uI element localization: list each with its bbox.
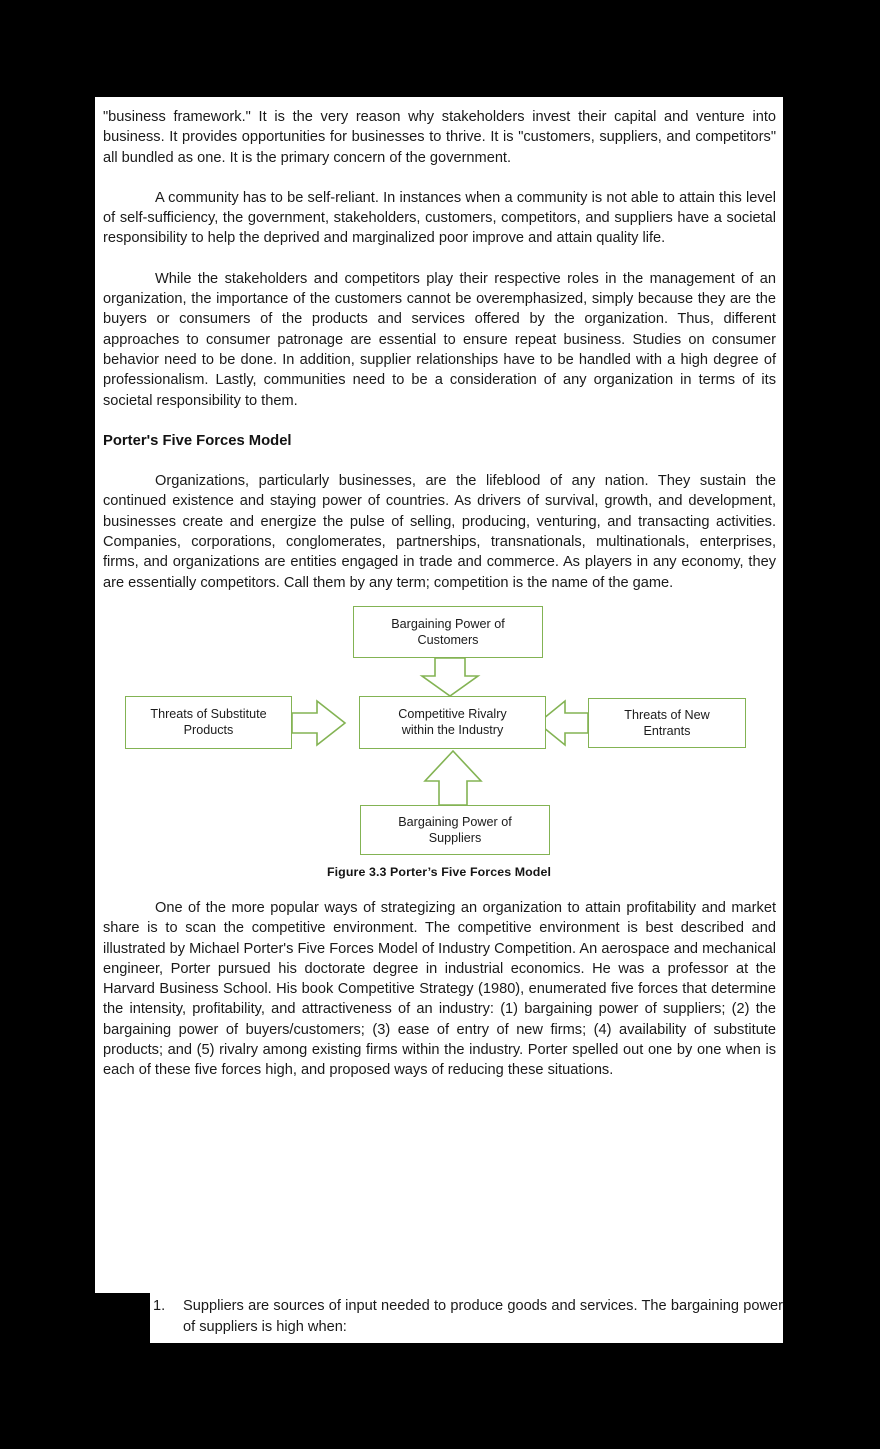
paragraph-spacer bbox=[95, 249, 783, 269]
figure-node-competitive-rivalry-within-the-industry: Competitive Rivalry within the Industry bbox=[359, 695, 546, 749]
figure-caption: Figure 3.3 Porter’s Five Forces Model bbox=[326, 864, 552, 879]
figure-node-threats-of-substitute-products: Threats of Substitute Products bbox=[125, 695, 292, 749]
page-content: "business framework." It is the very rea… bbox=[95, 97, 783, 1081]
arrow-suppliers-to-rivalry bbox=[423, 749, 483, 806]
figure-node-label-line1: Bargaining Power of bbox=[398, 814, 512, 829]
figure-node-label-line2: Customers bbox=[417, 632, 479, 647]
section-heading-porters-five-forces: Porter's Five Forces Model bbox=[103, 432, 292, 449]
paragraph-spacer bbox=[95, 168, 783, 188]
figure-node-label-line1: Threats of Substitute bbox=[150, 707, 267, 722]
figure-node-label-line2: within the Industry bbox=[401, 723, 504, 738]
arrow-substitute-to-rivalry bbox=[291, 699, 347, 747]
figure-node-bargaining-power-of-customers: Bargaining Power of Customers bbox=[353, 605, 543, 658]
paragraph-spacer bbox=[95, 411, 783, 431]
document-page: "business framework." It is the very rea… bbox=[95, 97, 783, 1293]
paragraph-business-framework: "business framework." It is the very rea… bbox=[103, 109, 776, 166]
list-item: 1. Suppliers are sources of input needed… bbox=[150, 1296, 783, 1338]
figure-node-threats-of-new-entrants: Threats of New Entrants bbox=[588, 697, 746, 748]
paragraph-popular-strategizing: One of the more popular ways of strategi… bbox=[103, 899, 776, 1079]
paragraph-community-self-reliant: A community has to be self-reliant. In i… bbox=[103, 189, 776, 247]
figure-node-label-line2: Suppliers bbox=[428, 830, 482, 845]
figure-node-label-line1: Threats of New bbox=[624, 707, 710, 722]
list-item-text: Suppliers are sources of input needed to… bbox=[183, 1298, 783, 1335]
paragraph-stakeholders-competitors: While the stakeholders and competitors p… bbox=[103, 270, 776, 409]
paragraph-organizations-lifeblood: Organizations, particularly businesses, … bbox=[103, 473, 776, 591]
paragraph-spacer bbox=[95, 451, 783, 471]
figure-node-label-line2: Entrants bbox=[643, 723, 691, 738]
figure-porters-five-forces: Bargaining Power of Customers Threats of… bbox=[95, 593, 783, 893]
figure-node-label-line2: Products bbox=[183, 723, 234, 738]
figure-node-bargaining-power-of-suppliers: Bargaining Power of Suppliers bbox=[360, 804, 550, 855]
figure-node-label-line1: Bargaining Power of bbox=[391, 616, 505, 631]
list-item-marker: 1. bbox=[153, 1298, 166, 1314]
numbered-list: 1. Suppliers are sources of input needed… bbox=[150, 1296, 783, 1338]
arrow-customers-to-rivalry bbox=[419, 657, 481, 697]
figure-diagram-canvas: Bargaining Power of Customers Threats of… bbox=[95, 593, 783, 861]
document-page-lower-strip bbox=[150, 1293, 783, 1343]
figure-node-label-line1: Competitive Rivalry bbox=[398, 707, 507, 722]
